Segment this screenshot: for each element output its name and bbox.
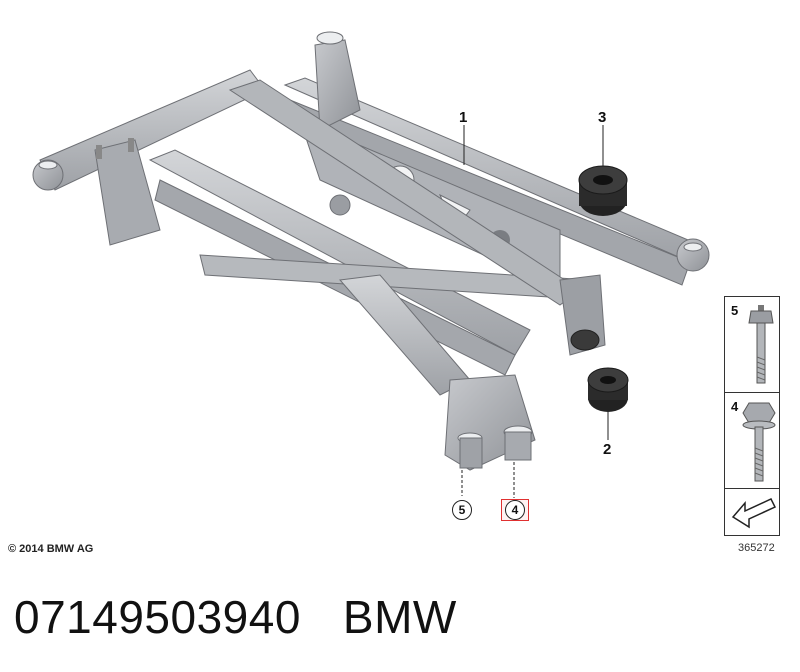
bolt-icon	[748, 305, 774, 384]
part-number: 07149503940	[14, 591, 301, 643]
subframe-rear-mount	[559, 274, 606, 356]
callout-4[interactable]: 4	[505, 500, 525, 520]
callout-2[interactable]: 2	[603, 441, 612, 458]
bushing-part-3	[578, 165, 628, 216]
bushing-part-2	[587, 367, 629, 412]
callout-5[interactable]: 5	[452, 500, 472, 520]
legend-number-4: 4	[731, 399, 739, 414]
arrow-left-icon	[731, 498, 777, 529]
legend-cell-4[interactable]: 4	[725, 393, 779, 489]
brand-name: BMW	[342, 591, 457, 643]
callout-1[interactable]: 1	[459, 109, 468, 126]
legend-cell-nav[interactable]	[725, 489, 779, 535]
subframe-lower-leg	[339, 274, 536, 471]
legend-number-5: 5	[731, 303, 739, 318]
subframe-rear-beam	[283, 77, 710, 286]
subframe-upper-mount	[314, 31, 361, 131]
rear-subframe-illustration	[32, 31, 710, 498]
fastener-legend: 5 4	[724, 296, 780, 536]
hex-bolt-icon	[742, 402, 776, 482]
copyright-notice: © 2014 BMW AG	[8, 543, 94, 555]
subframe-front-beam	[32, 69, 266, 246]
part-caption: 07149503940 BMW	[14, 590, 457, 644]
callout-3[interactable]: 3	[598, 109, 607, 126]
diagram-number: 365272	[738, 542, 775, 554]
legend-cell-5[interactable]: 5	[725, 297, 779, 393]
